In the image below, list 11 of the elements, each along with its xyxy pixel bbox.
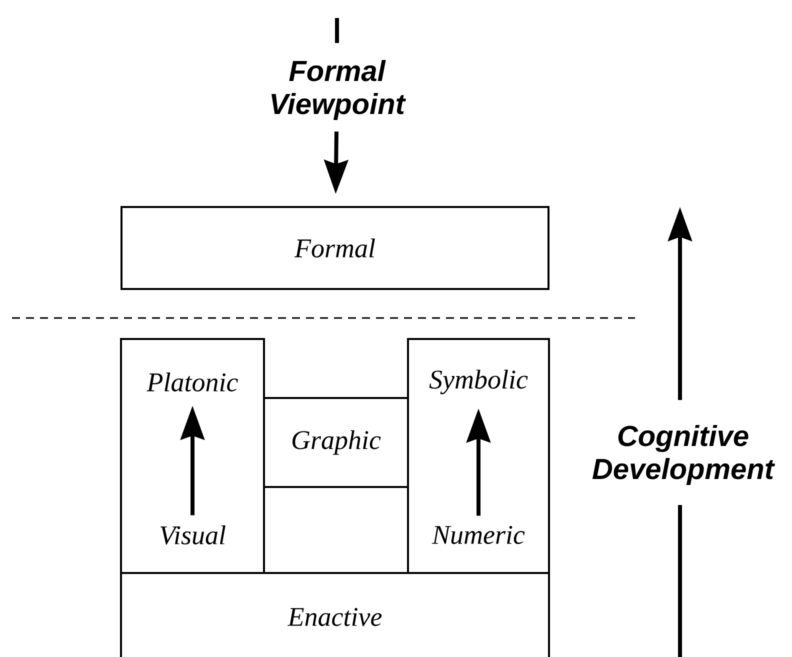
column-box [120,338,265,574]
level-label: Numeric [432,526,525,544]
column-box [407,338,550,574]
level-box: Enactive [120,572,550,657]
level-label: Symbolic [429,370,528,394]
level-box: Formal [120,206,550,290]
level-label: Platonic [146,372,238,392]
level-label: Visual [160,525,226,545]
axis-label: Cognitive Development [592,424,776,486]
level-box: Graphic [263,397,409,488]
viewpoint-label: Formal Viewpoint [271,60,406,120]
